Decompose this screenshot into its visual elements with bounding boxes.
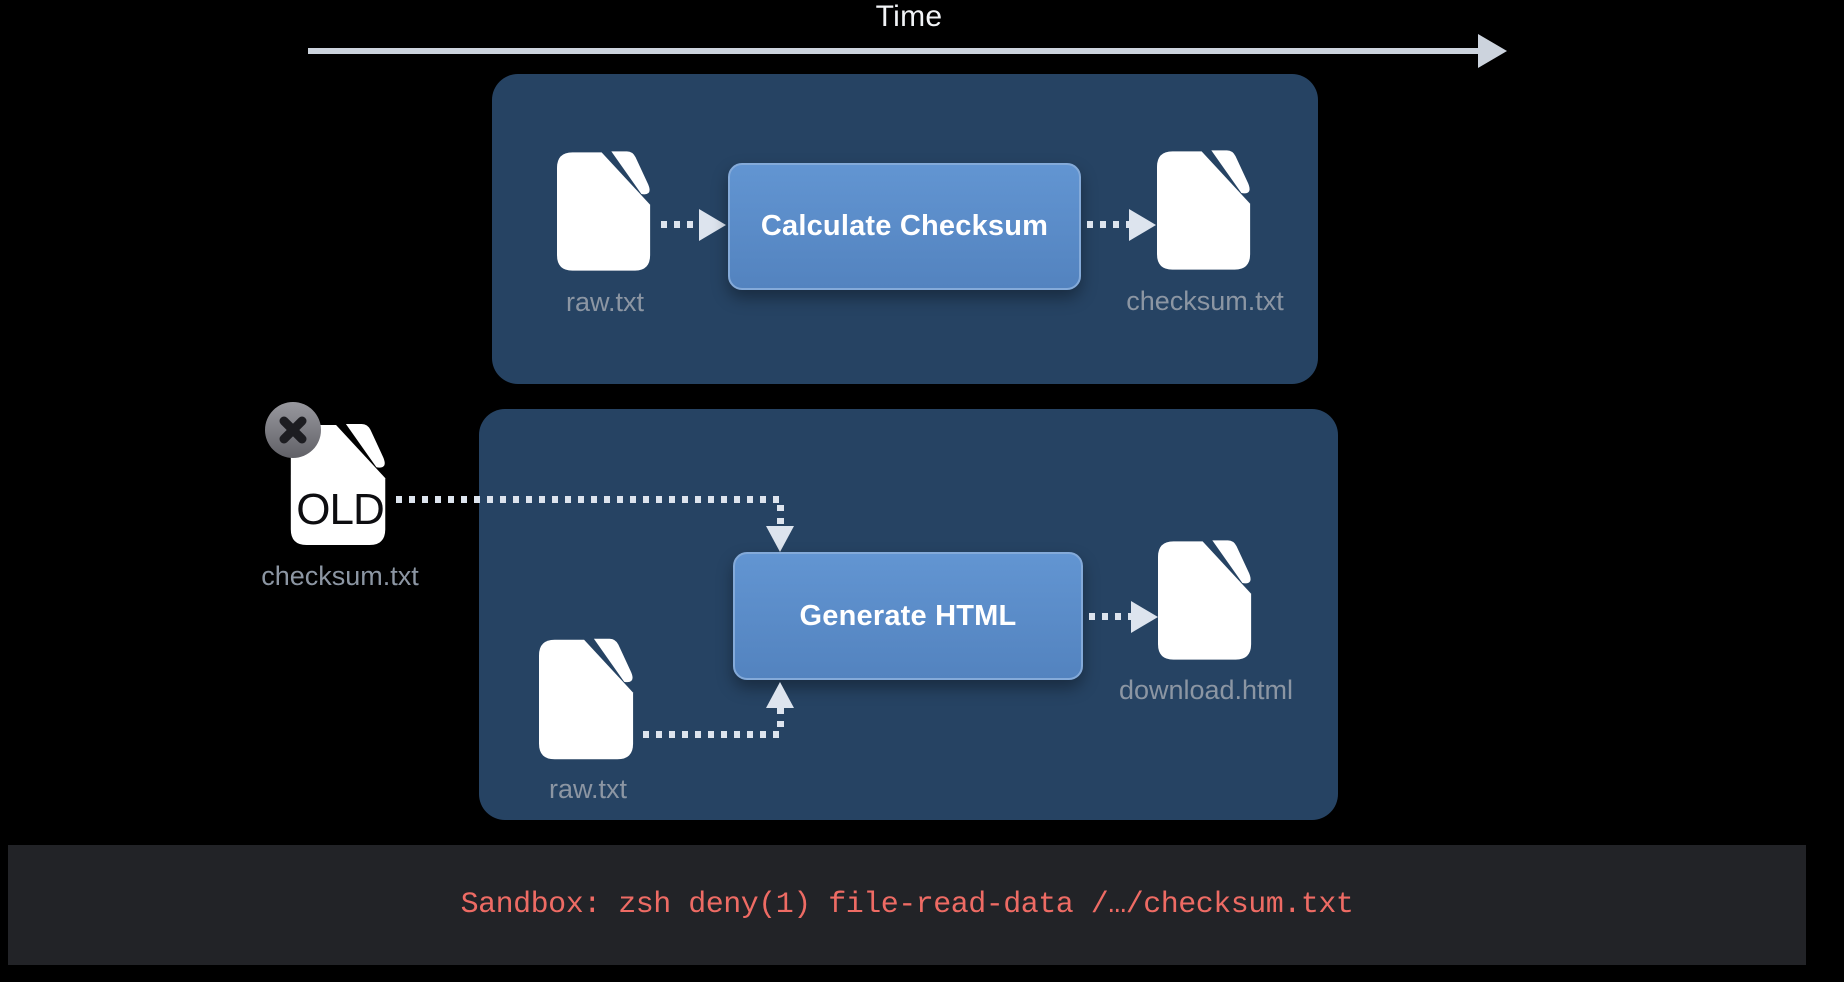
arrow-old-checksum-to-generate xyxy=(396,496,783,503)
file-icon xyxy=(1158,540,1252,660)
arrow-process-to-checksum-file xyxy=(1087,221,1129,228)
file-icon xyxy=(1157,150,1251,270)
arrowhead-icon xyxy=(1129,209,1156,241)
x-badge-icon xyxy=(265,402,321,458)
file-label: checksum.txt xyxy=(1126,286,1284,316)
sandbox-console-bar: Sandbox: zsh deny(1) file-read-data /…/c… xyxy=(8,845,1806,965)
process-node-calculate-checksum: Calculate Checksum xyxy=(728,163,1081,290)
arrow-raw-to-generate xyxy=(643,731,783,738)
time-axis-label: Time xyxy=(875,0,943,33)
arrowhead-icon xyxy=(699,209,726,241)
file-label: raw.txt xyxy=(548,774,628,804)
arrow-raw-to-generate xyxy=(777,708,784,729)
arrow-generate-to-download xyxy=(1089,613,1131,620)
old-badge-text: OLD xyxy=(296,485,384,534)
arrow-raw-to-checksum-process xyxy=(661,221,701,228)
file-icon xyxy=(539,638,634,760)
process-node-generate-html: Generate HTML xyxy=(733,552,1083,680)
time-arrowhead-icon xyxy=(1478,34,1507,68)
time-arrow xyxy=(308,48,1480,54)
old-file-icon xyxy=(290,424,386,546)
file-label: raw.txt xyxy=(565,287,645,317)
file-label: checksum.txt xyxy=(261,561,419,591)
arrowhead-icon xyxy=(766,526,794,552)
arrowhead-icon xyxy=(766,682,794,708)
file-icon xyxy=(557,151,651,271)
arrow-old-checksum-to-generate xyxy=(777,505,784,525)
sandbox-deny-message: Sandbox: zsh deny(1) file-read-data /…/c… xyxy=(460,888,1354,922)
file-label: download.html xyxy=(1118,675,1294,705)
arrowhead-icon xyxy=(1131,601,1158,633)
